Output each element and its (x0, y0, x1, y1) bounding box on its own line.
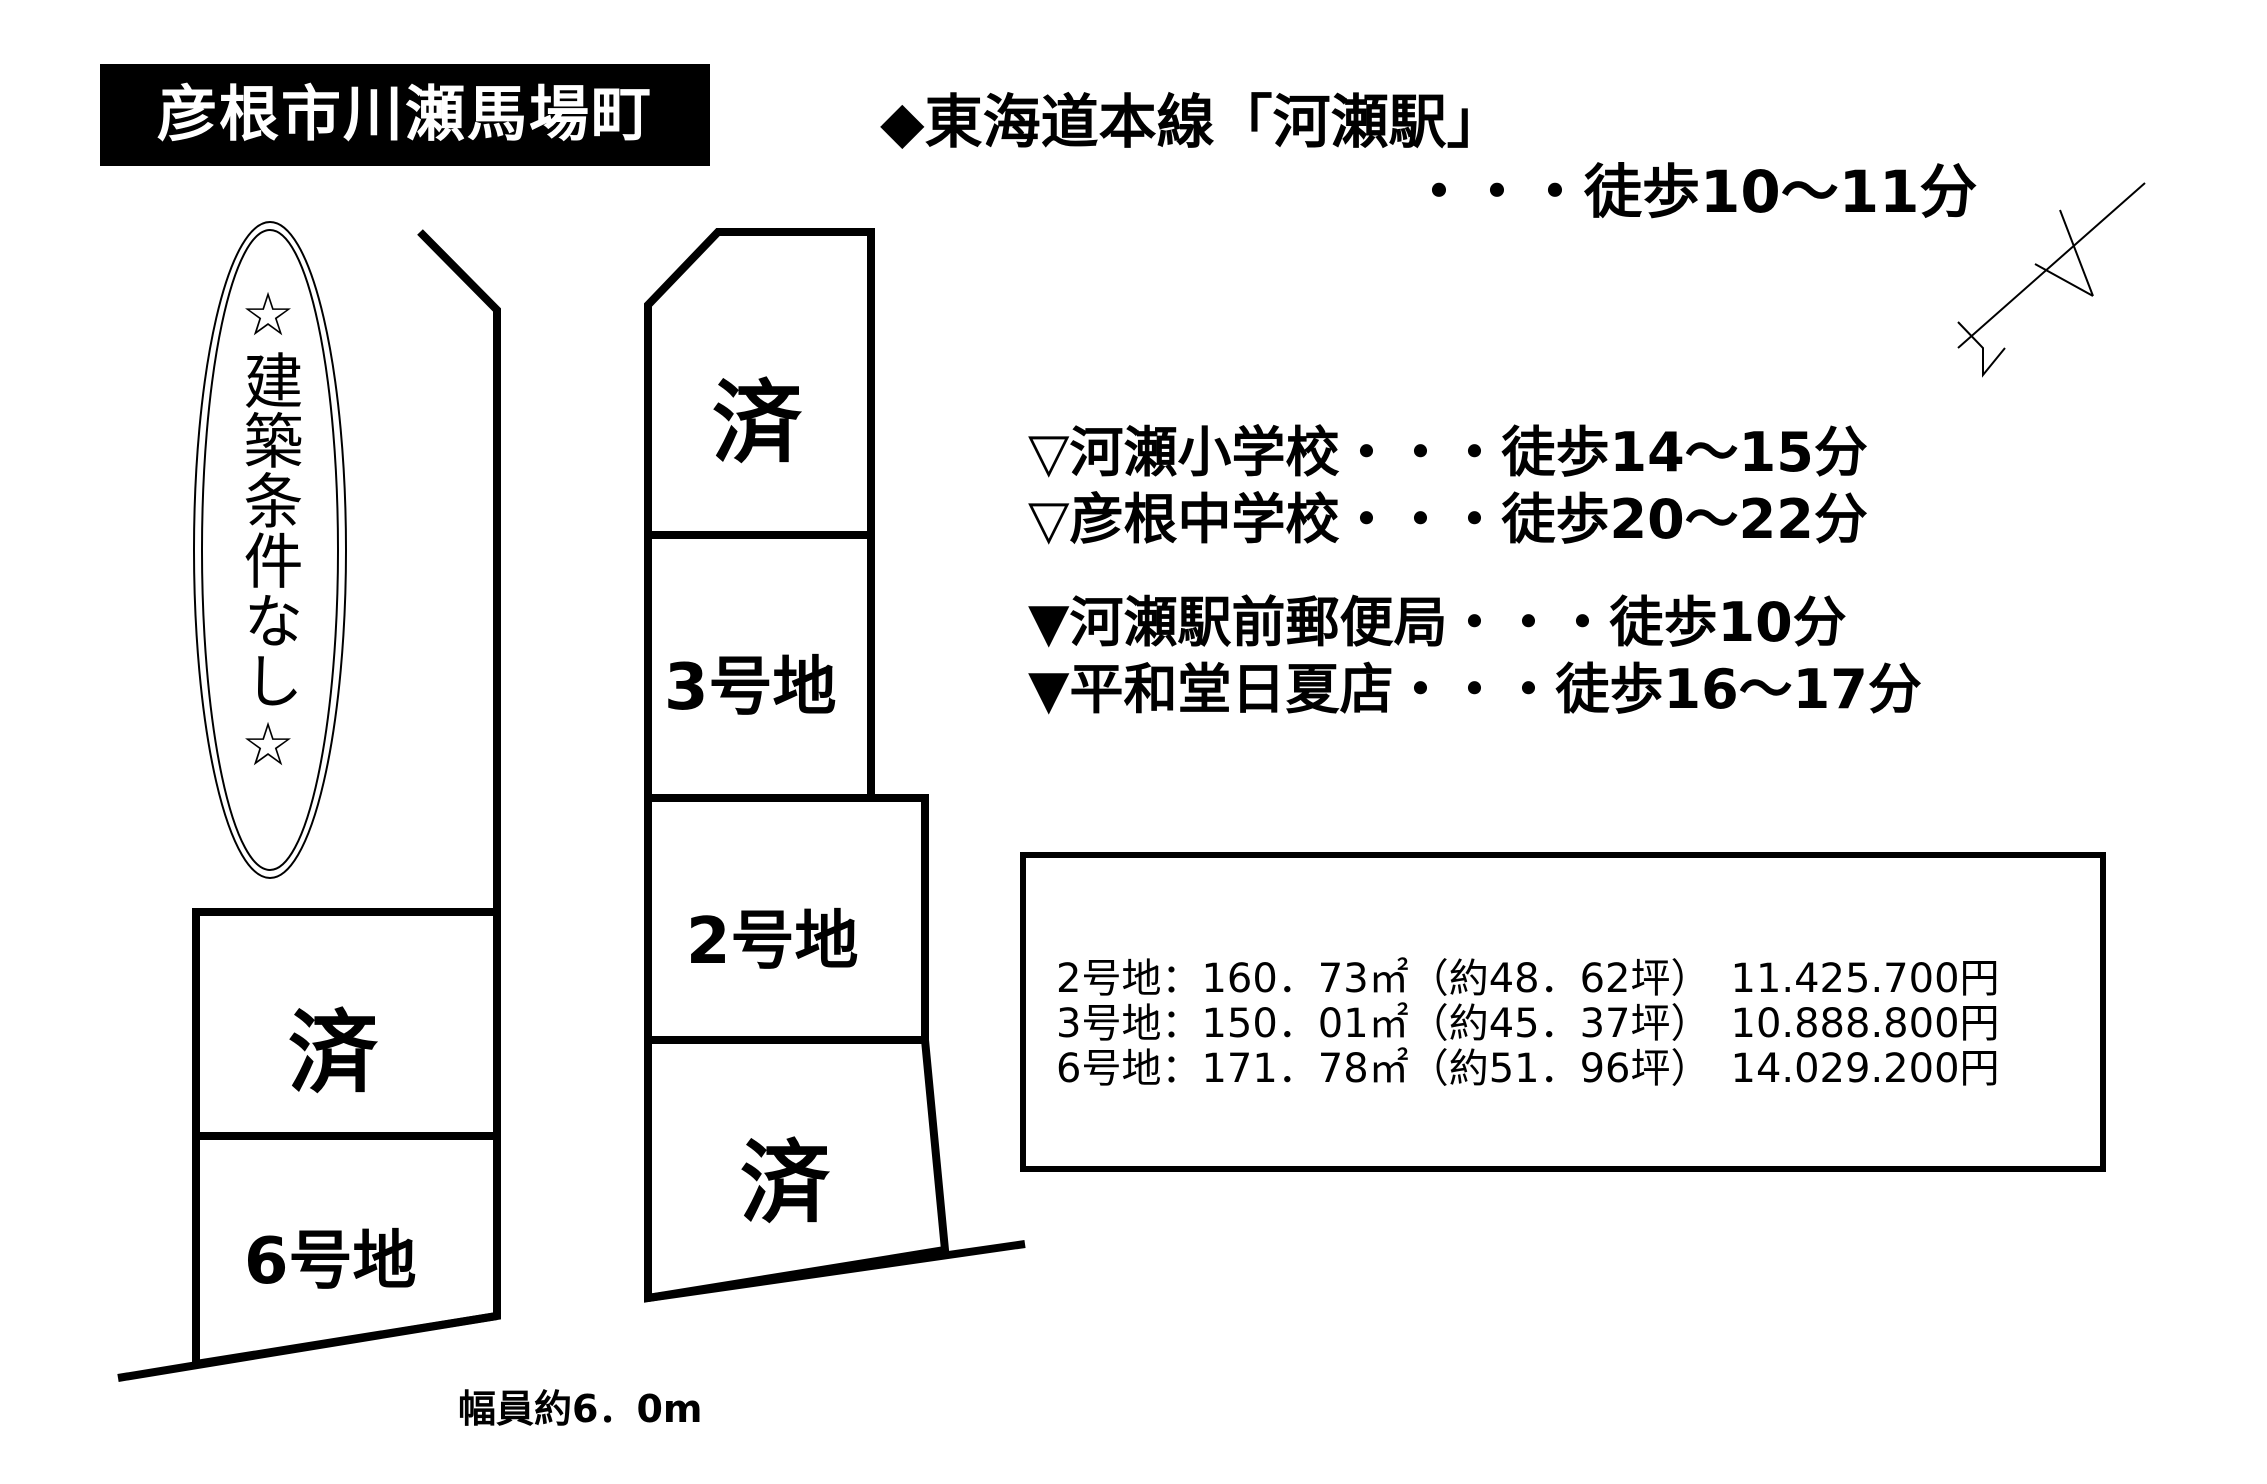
station-access-line: ◆東海道本線「河瀬駅」 (880, 88, 1505, 156)
price-row-lot3: 3号地：150．01㎡（約45．37坪） 10.888.800円 (1056, 1001, 2000, 1047)
notice-oval-inner (201, 229, 339, 871)
station-walk-time: ・・・徒歩10～11分 (1410, 158, 1978, 226)
price-row-lot6: 6号地：171．78㎡（約51．96坪） 14.029.200円 (1056, 1046, 2000, 1092)
lot-2-label: 2号地 (686, 905, 859, 979)
page-title: 彦根市川瀬馬場町 (100, 64, 710, 166)
price-row-lot2: 2号地：160．73㎡（約48．62坪） 11.425.700円 (1056, 956, 2000, 1002)
lot-sold-top-label: 済 (712, 371, 802, 476)
lot-sold-left-label: 済 (288, 1001, 378, 1106)
facility-post-office: ▼河瀬駅前郵便局・・・徒歩10分 (1028, 591, 1847, 654)
building-conditions-notice: ☆建築条件なし☆ (233, 280, 303, 780)
compass-north-icon (1957, 182, 2146, 378)
notice-oval-outer (193, 221, 347, 879)
road-boundary-left (417, 229, 501, 1316)
price-table: 2号地：160．73㎡（約48．62坪） 11.425.700円 3号地：150… (1020, 852, 2106, 1172)
lot-sold-bottom-label: 済 (740, 1131, 830, 1236)
lot-3-label: 3号地 (664, 651, 837, 725)
road-edge-bottom-right (647, 1240, 1026, 1302)
lot-sold-top (644, 228, 875, 539)
road-width-label: 幅員約6．0m (458, 1387, 703, 1431)
lot-sold-bottom (644, 1036, 950, 1303)
road-edge-bottom-left (117, 1312, 498, 1382)
facility-supermarket: ▼平和堂日夏店・・・徒歩16～17分 (1028, 658, 1922, 721)
school-elementary: ▽河瀬小学校・・・徒歩14～15分 (1028, 421, 1868, 484)
lot-6-label: 6号地 (244, 1225, 417, 1299)
school-junior-high: ▽彦根中学校・・・徒歩20～22分 (1028, 488, 1868, 551)
